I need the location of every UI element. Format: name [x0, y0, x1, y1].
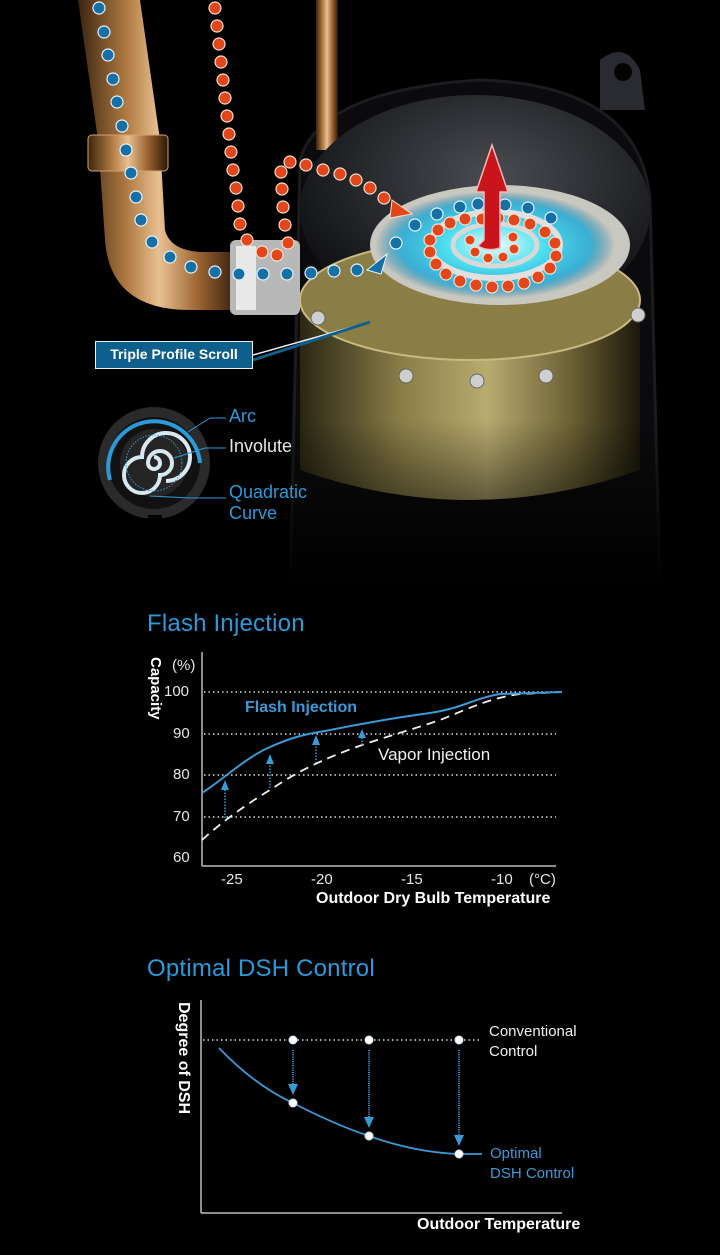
- scroll-profile-icon: [98, 407, 210, 521]
- dsh-axis-title: Degree of DSH: [175, 1002, 192, 1114]
- x-tick-minus10: -10: [491, 871, 513, 888]
- arc-label: Arc: [229, 406, 256, 426]
- flash-x-axis-title: Outdoor Dry Bulb Temperature: [316, 890, 551, 907]
- triple-profile-scroll-callout: Triple Profile Scroll: [95, 341, 253, 369]
- capacity-axis-title: Capacity: [147, 657, 164, 720]
- flash-injection-series-label: Flash Injection: [245, 699, 358, 716]
- vapor-injection-series-label: Vapor Injection: [378, 745, 491, 764]
- y-tick-70: 70: [173, 808, 190, 825]
- y-tick-60: 60: [173, 849, 190, 866]
- y-tick-80: 80: [173, 766, 190, 783]
- y-tick-90: 90: [173, 725, 190, 742]
- involute-label: Involute: [229, 436, 293, 456]
- optimal-dsh-curve: [218, 1047, 482, 1155]
- curve-label: Curve: [229, 503, 278, 523]
- x-unit: (°C): [529, 871, 556, 888]
- dsh-x-axis-title: Outdoor Temperature: [417, 1216, 581, 1233]
- x-tick-minus15: -15: [401, 871, 423, 888]
- compressor-graphic: [78, 0, 720, 592]
- flash-injection-title: Flash Injection: [147, 610, 305, 637]
- x-tick-minus20: -20: [311, 871, 333, 888]
- optimal-label-line2: DSH Control: [490, 1165, 575, 1182]
- conventional-label-line2: Control: [489, 1043, 538, 1060]
- optimal-dsh-title: Optimal DSH Control: [147, 955, 375, 982]
- compressor-illustration: Triple Profile Scroll Arc Involute Quadr…: [0, 0, 720, 592]
- quadratic-label: Quadratic: [229, 482, 308, 502]
- optimal-label-line1: Optimal: [490, 1145, 542, 1162]
- improvement-arrows: [224, 735, 363, 818]
- y-unit: (%): [172, 657, 196, 674]
- y-tick-100: 100: [164, 683, 190, 700]
- conventional-label-line1: Conventional: [489, 1023, 577, 1040]
- x-tick-minus25: -25: [221, 871, 243, 888]
